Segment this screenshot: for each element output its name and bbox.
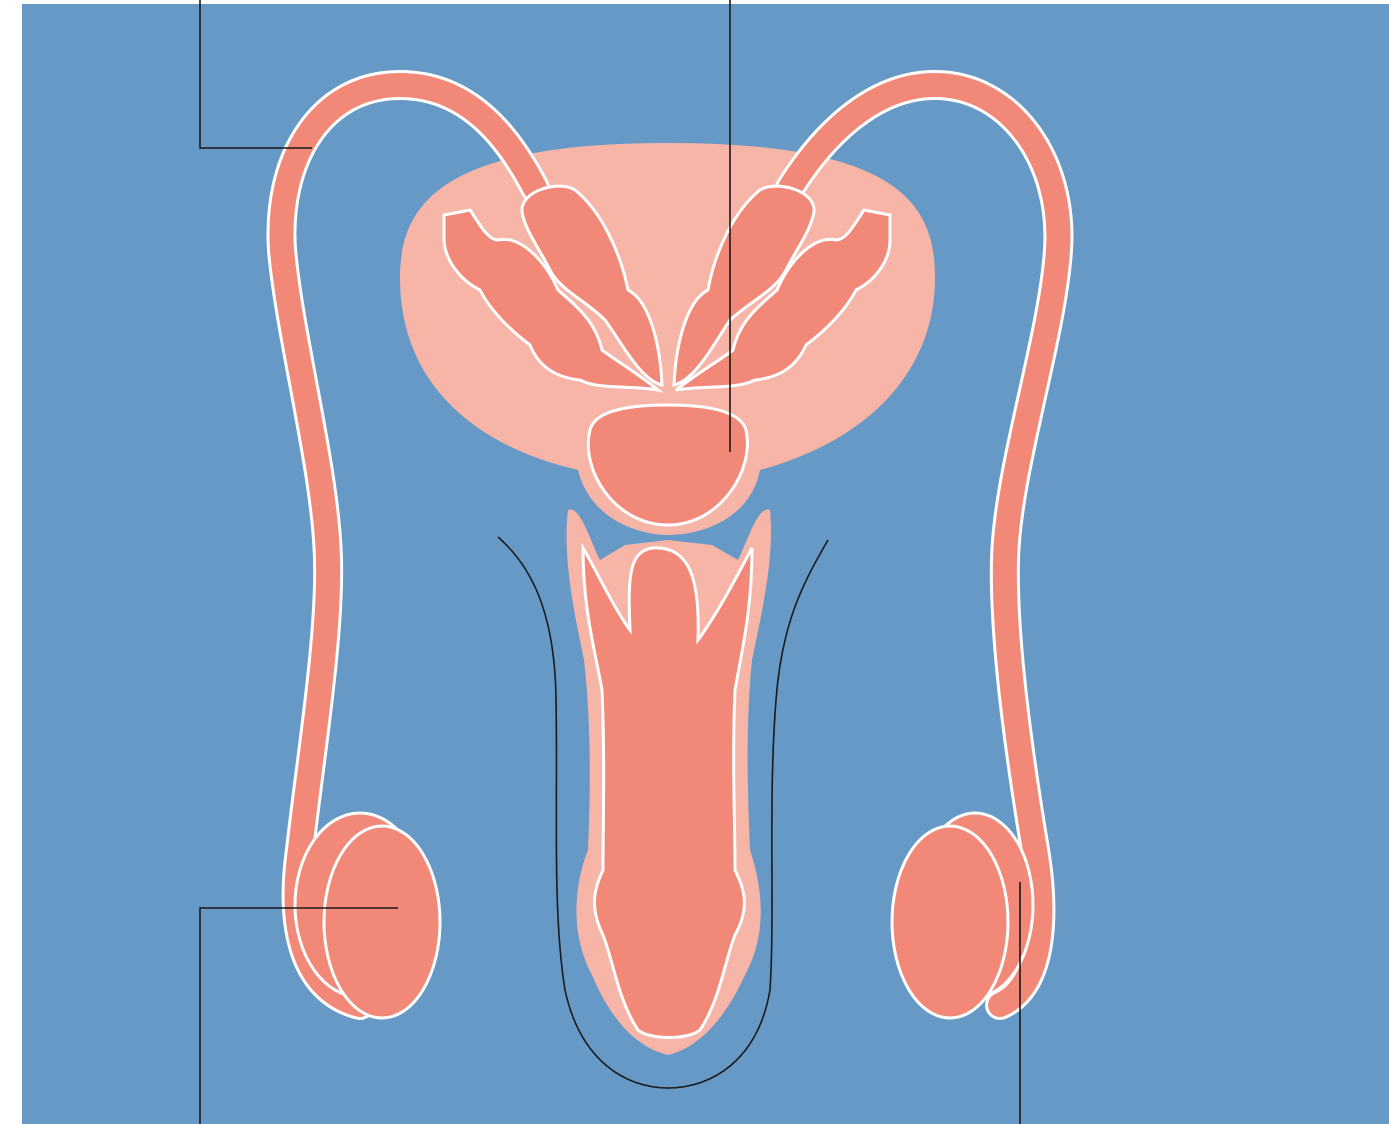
testis-left	[324, 826, 440, 1018]
testis-right	[892, 826, 1008, 1018]
